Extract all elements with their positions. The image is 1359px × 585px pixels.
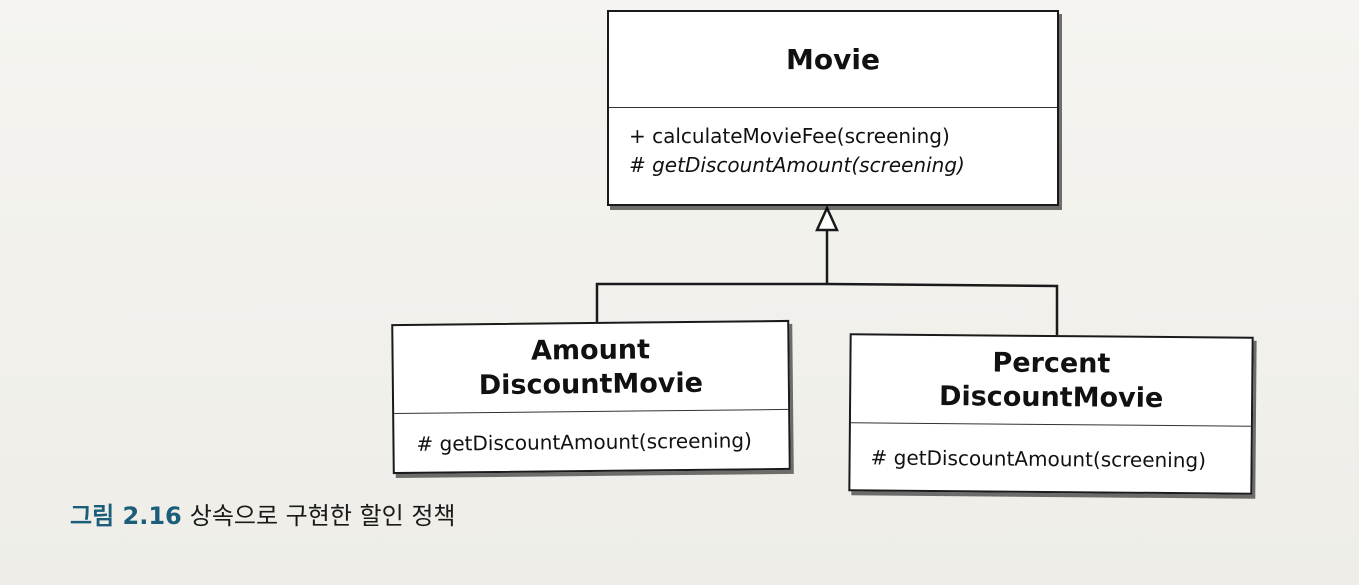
- movie-op-get-discount-amount: # getDiscountAmount(screening): [629, 153, 965, 177]
- class-percent-discount-movie-name: Percent DiscountMovie: [850, 335, 1252, 427]
- class-percent-name-line2: DiscountMovie: [938, 380, 1164, 414]
- class-amount-discount-movie: Amount DiscountMovie # getDiscountAmount…: [391, 319, 791, 475]
- class-movie-name: Movie: [609, 12, 1057, 108]
- class-amount-name-line2: DiscountMovie: [478, 367, 704, 401]
- class-percent-name-line1: Percent: [992, 347, 1111, 380]
- class-movie-name-text: Movie: [786, 43, 880, 76]
- class-amount-discount-movie-name: Amount DiscountMovie: [393, 321, 789, 415]
- amount-op-get-discount-amount: # getDiscountAmount(screening): [416, 428, 752, 456]
- connector-amount-branch: [595, 282, 827, 324]
- figure-caption-text: 상속으로 구현한 할인 정책: [189, 502, 456, 530]
- class-movie: Movie + calculateMovieFee(screening) # g…: [607, 10, 1059, 206]
- class-amount-name-line1: Amount: [530, 334, 651, 367]
- figure-number: 그림 2.16: [70, 502, 182, 530]
- movie-op-calculate-fee: + calculateMovieFee(screening): [629, 124, 950, 148]
- class-percent-discount-movie-operations: # getDiscountAmount(screening): [850, 423, 1250, 475]
- class-amount-discount-movie-operations: # getDiscountAmount(screening): [394, 410, 788, 459]
- generalization-arrowhead: [815, 204, 839, 232]
- percent-op-get-discount-amount: # getDiscountAmount(screening): [870, 445, 1207, 473]
- class-percent-discount-movie: Percent DiscountMovie # getDiscountAmoun…: [848, 333, 1254, 495]
- connector-percent-branch: [826, 282, 1059, 338]
- class-movie-operations: + calculateMovieFee(screening) # getDisc…: [609, 108, 1057, 180]
